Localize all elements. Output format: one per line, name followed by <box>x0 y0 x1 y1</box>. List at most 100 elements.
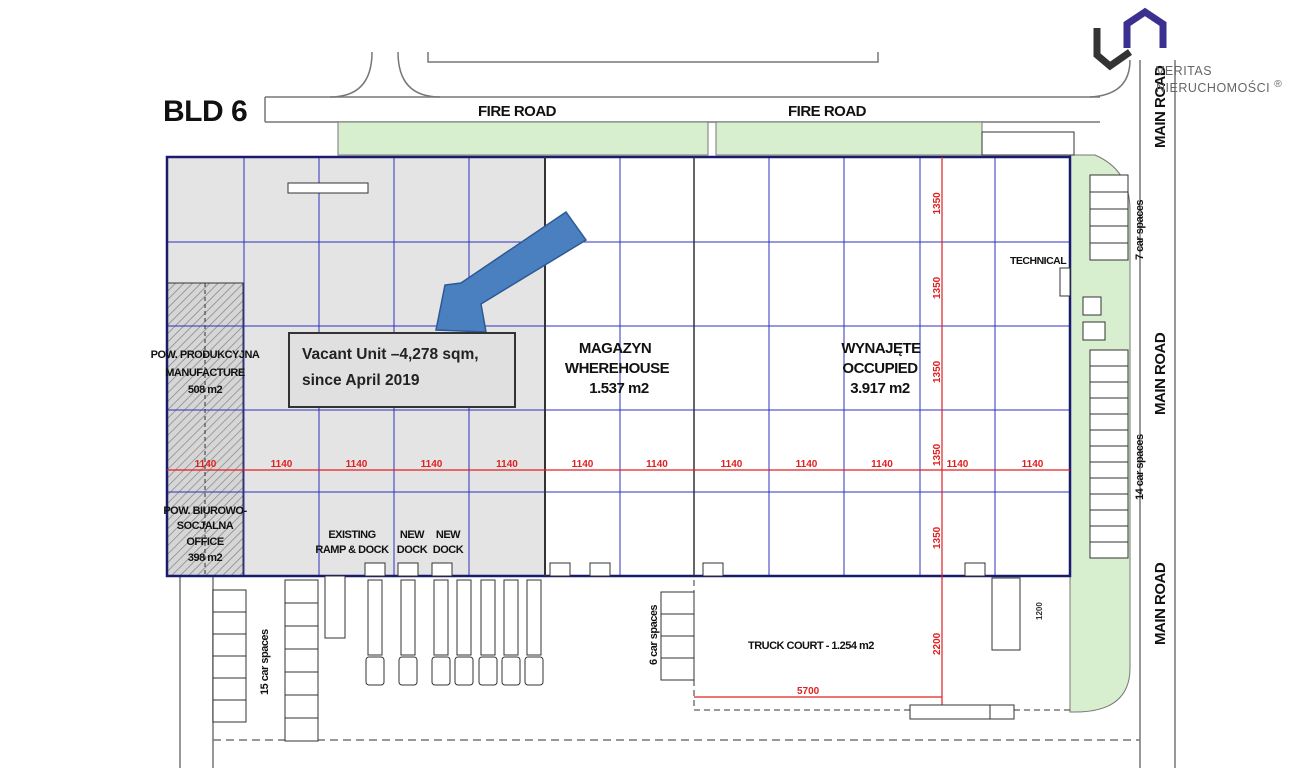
parking-bay <box>1089 365 1129 383</box>
parking-14-label: 14 car spaces <box>1134 434 1146 500</box>
parking-bay <box>212 611 247 635</box>
svg-text:OCCUPIED: OCCUPIED <box>842 360 918 377</box>
parking-bay <box>1089 429 1129 447</box>
parking-bay <box>660 591 695 615</box>
truck-cab <box>478 656 498 686</box>
truck-cab <box>501 656 521 686</box>
dock-door <box>549 562 571 577</box>
parking-bay <box>1089 445 1129 463</box>
svg-text:POW. PRODUKCYJNA: POW. PRODUKCYJNA <box>151 349 260 361</box>
court-width-dim: 5700 <box>797 686 820 697</box>
truck-trailer <box>456 579 472 656</box>
truck-cab <box>524 656 544 686</box>
court-depth-dim: 2200 <box>932 632 943 655</box>
parking-15-label: 15 car spaces <box>259 629 271 695</box>
building-outline <box>165 155 1072 578</box>
bay-dimension-label: 1140 <box>421 459 443 470</box>
svg-text:MANUFACTURE: MANUFACTURE <box>165 367 245 379</box>
dock-doors <box>364 562 986 577</box>
svg-text:EXISTING: EXISTING <box>328 529 375 541</box>
truck-trailer <box>433 579 449 656</box>
parking-bay <box>1089 413 1129 431</box>
truck-trailer <box>503 579 519 656</box>
parking-bay <box>1089 541 1129 559</box>
occupied-label: WYNAJĘTE OCCUPIED 3.917 m2 <box>841 340 921 397</box>
dock-door <box>397 562 419 577</box>
parking-bay <box>212 633 247 657</box>
dock-door <box>964 562 986 577</box>
svg-text:1.537 m2: 1.537 m2 <box>589 380 649 397</box>
parking-bay <box>660 613 695 637</box>
parking-bay <box>1089 525 1129 543</box>
bay-dimension-label: 1140 <box>947 459 969 470</box>
parking-bay <box>1089 191 1129 210</box>
svg-text:DOCK: DOCK <box>433 544 464 556</box>
svg-text:398 m2: 398 m2 <box>188 552 223 564</box>
parking-bay <box>1089 349 1129 367</box>
parking-bay <box>1089 509 1129 527</box>
parking-bay <box>212 677 247 701</box>
ramp <box>324 575 346 639</box>
office-label: POW. BIUROWO- SOCJALNA OFFICE 398 m2 <box>163 505 248 564</box>
parking-bay <box>212 699 247 723</box>
svg-text:NEW: NEW <box>400 529 425 541</box>
svg-text:POW. BIUROWO-: POW. BIUROWO- <box>163 505 247 517</box>
technical-label: TECHNICAL <box>1010 255 1067 267</box>
truck-icon-bottom <box>909 704 991 720</box>
truck-icon-top <box>981 131 1075 156</box>
parking-bay <box>284 602 319 627</box>
dock-door <box>702 562 724 577</box>
truck-cab <box>454 656 474 686</box>
parking-bay <box>1089 461 1129 479</box>
logo-line1: VERITAS <box>1156 64 1213 78</box>
parking-bay <box>1089 225 1129 244</box>
svg-text:WYNAJĘTE: WYNAJĘTE <box>841 340 921 357</box>
dock-door <box>431 562 453 577</box>
parking-bay <box>1089 477 1129 495</box>
svg-text:OFFICE: OFFICE <box>186 536 223 548</box>
utility-box <box>1082 296 1102 316</box>
warehouse-label: MAGAZYN WHEREHOUSE 1.537 m2 <box>565 340 670 397</box>
fire-road-left-label: FIRE ROAD <box>478 103 557 120</box>
new-dock-2-label: NEW DOCK <box>433 529 464 556</box>
bay-dimension-label: 1140 <box>271 459 293 470</box>
truck-cab <box>398 656 418 686</box>
logo-line2: NIERUCHOMOŚCI <box>1156 81 1271 96</box>
new-dock-1-label: NEW DOCK <box>397 529 428 556</box>
parking-bay <box>284 717 319 742</box>
truck-trailer <box>480 579 496 656</box>
parking-7-label: 7 car spaces <box>1134 200 1146 260</box>
bay-dimension-label: 1140 <box>195 459 217 470</box>
truck-cab <box>365 656 385 686</box>
fire-road-right-label: FIRE ROAD <box>788 103 867 120</box>
logo-wordmark: VERITAS NIERUCHOMOŚCI ® <box>1156 64 1282 95</box>
parking-bays <box>212 174 1129 742</box>
parking-bay <box>284 579 319 604</box>
truck-trailer <box>367 579 383 656</box>
parking-bay <box>1089 208 1129 227</box>
main-road-top-label: MAIN ROAD <box>1152 65 1169 148</box>
parking-bay <box>1089 397 1129 415</box>
depth-dimension-label: 1350 <box>932 276 943 299</box>
bay-dimension-label: 1140 <box>1022 459 1044 470</box>
manufacture-label: POW. PRODUKCYJNA MANUFACTURE 508 m2 <box>151 349 261 396</box>
truck-court-label: TRUCK COURT - 1.254 m2 <box>748 640 874 652</box>
bay-dimension-label: 1140 <box>346 459 368 470</box>
bay-dimension-label: 1140 <box>721 459 743 470</box>
main-road-mid-label: MAIN ROAD <box>1152 332 1169 415</box>
ramp-dim: 1200 <box>1035 602 1044 620</box>
parking-bay <box>1089 174 1129 193</box>
parking-bay <box>284 625 319 650</box>
truck-cab <box>431 656 451 686</box>
svg-text:WHEREHOUSE: WHEREHOUSE <box>565 360 670 377</box>
svg-text:MAGAZYN: MAGAZYN <box>579 340 651 357</box>
depth-dimension-label: 1350 <box>932 526 943 549</box>
callout-line2: since April 2019 <box>302 372 420 389</box>
parking-bay <box>212 655 247 679</box>
depth-dimension-label: 1350 <box>932 443 943 466</box>
arrow-pointer-icon <box>435 210 588 333</box>
svg-text:NEW: NEW <box>436 529 461 541</box>
